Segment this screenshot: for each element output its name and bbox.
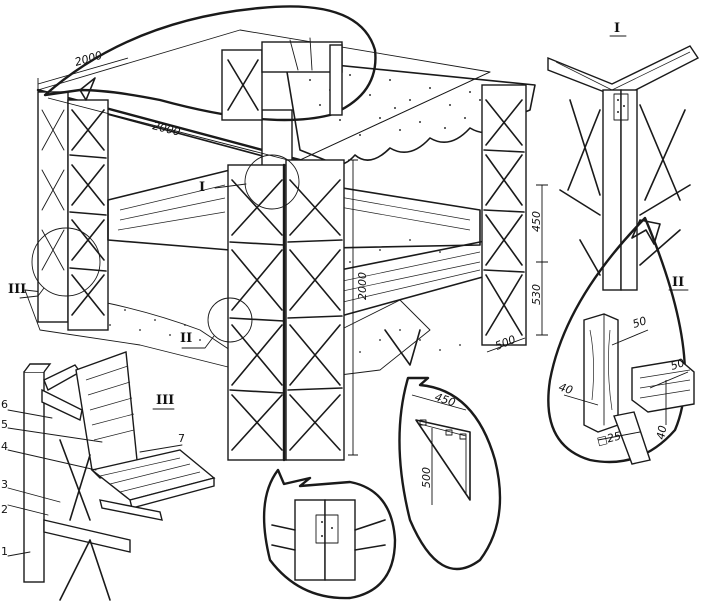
- callout-label-II: II: [180, 331, 192, 346]
- callout-circle-II: [181, 297, 253, 349]
- detail-I-corner-joint: [547, 45, 700, 291]
- dim-top-depth: 2000: [151, 119, 181, 138]
- callout-label-III: III: [8, 282, 26, 297]
- detail-II-section: □25: [596, 429, 623, 448]
- part-label-4: 4: [1, 440, 8, 453]
- bracket-dim-width: 450: [433, 390, 457, 409]
- part-label-7: 7: [178, 432, 185, 445]
- detail-III-bench: [23, 351, 216, 601]
- front-truss-post: [227, 159, 345, 462]
- top-joint-detail-bubble: [43, 5, 377, 122]
- callout-circle-I: [214, 154, 300, 210]
- detail-II-title: II: [672, 275, 684, 290]
- detail-II-dim-c: 40: [557, 380, 574, 397]
- part-label-5: 5: [1, 418, 8, 431]
- part-label-2: 2: [1, 503, 8, 516]
- dimension-lines: [37, 57, 548, 456]
- detail-II-dim-a: 50: [631, 314, 648, 331]
- dim-lower-segment: 530: [530, 284, 543, 305]
- detail-I-title: I: [614, 21, 620, 36]
- detail-II-dimension-lines: [563, 329, 689, 441]
- part-label-1: 1: [1, 545, 8, 558]
- detail-II-dim-d: 40: [654, 424, 669, 440]
- part-label-3: 3: [1, 478, 8, 491]
- callout-circle-III: [19, 227, 101, 299]
- detail-II-bubble: [547, 216, 687, 464]
- bracket-dim-height: 500: [420, 467, 433, 488]
- dim-post-height: 2000: [356, 272, 369, 300]
- hinge-detail-bubble: [262, 468, 397, 600]
- part-label-6: 6: [1, 398, 8, 411]
- detail-III-title: III: [156, 393, 174, 408]
- bracket-detail-bubble: [398, 376, 502, 571]
- right-truss-post: [481, 84, 527, 346]
- detail-III-leader-lines: [7, 409, 183, 557]
- dim-top-width: 2000: [73, 49, 103, 69]
- left-truss-post: [37, 91, 109, 331]
- callout-label-I: I: [199, 180, 205, 195]
- detail-II-dim-b: 50: [669, 356, 686, 373]
- dim-upper-segment: 450: [530, 211, 543, 232]
- detail-II-joinery: [583, 313, 695, 465]
- bracket-dimension-lines: [411, 394, 467, 505]
- bench-leg-bracket: [384, 329, 421, 366]
